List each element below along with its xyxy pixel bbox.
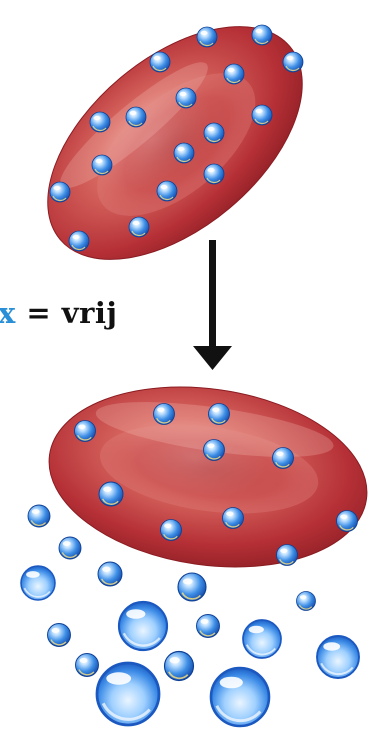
oxygen-bubble-icon: [297, 592, 316, 611]
label-key-letter: x: [0, 296, 16, 330]
oxygen-bubble-icon: [176, 88, 196, 108]
oxygen-bubble-icon: [161, 520, 182, 541]
oxygen-bubble-icon: [174, 143, 194, 163]
free-label: x = vrij: [0, 296, 117, 330]
oxygen-bubble-icon: [337, 511, 358, 532]
oxygen-bubble-icon: [223, 508, 244, 529]
oxygen-bubble-icon: [21, 566, 55, 600]
oxygen-bubble-icon: [150, 52, 170, 72]
oxygen-bubble-icon: [50, 182, 70, 202]
oxygen-bubble-icon: [90, 112, 110, 132]
oxygen-bubble-icon: [317, 636, 359, 678]
oxygen-bubble-icon: [75, 421, 96, 442]
oxygen-bubble-icon: [98, 562, 122, 586]
oxygen-bubble-icon: [119, 602, 167, 650]
oxygen-bubble-icon: [59, 537, 81, 559]
oxygen-bubble-icon: [92, 155, 112, 175]
oxygen-bubble-icon: [204, 123, 224, 143]
arrow-down-icon: [193, 240, 232, 370]
bottom-red-blood-cell: [37, 368, 378, 587]
oxygen-bubble-icon: [211, 668, 269, 726]
oxygen-bubble-icon: [243, 620, 281, 658]
oxygen-bubble-icon: [154, 404, 175, 425]
oxygen-bubble-icon: [197, 615, 220, 638]
oxygen-bubble-icon: [28, 505, 50, 527]
label-rest-text: = vrij: [16, 296, 118, 330]
oxygen-bubble-icon: [252, 25, 272, 45]
oxygen-bubble-icon: [283, 52, 303, 72]
oxygen-bubble-icon: [204, 164, 224, 184]
oxygen-bubble-icon: [69, 231, 89, 251]
oxygen-bubble-icon: [273, 448, 294, 469]
oxygen-bubble-icon: [165, 652, 194, 681]
oxygen-bubble-icon: [76, 654, 99, 677]
oxygen-bubble-icon: [99, 482, 123, 506]
oxygen-bubble-icon: [277, 545, 298, 566]
oxygen-bubble-icon: [126, 107, 146, 127]
oxygen-bubble-icon: [178, 573, 206, 601]
oxygen-bubble-icon: [197, 27, 217, 47]
oxygen-bubble-icon: [129, 217, 149, 237]
oxygen-bubble-icon: [97, 663, 159, 725]
oxygen-bubble-icon: [209, 404, 230, 425]
oxygen-bubble-icon: [252, 105, 272, 125]
oxygen-bubble-icon: [224, 64, 244, 84]
oxygen-bubble-icon: [157, 181, 177, 201]
oxygen-bubble-icon: [48, 624, 71, 647]
oxygen-bubble-icon: [204, 440, 225, 461]
